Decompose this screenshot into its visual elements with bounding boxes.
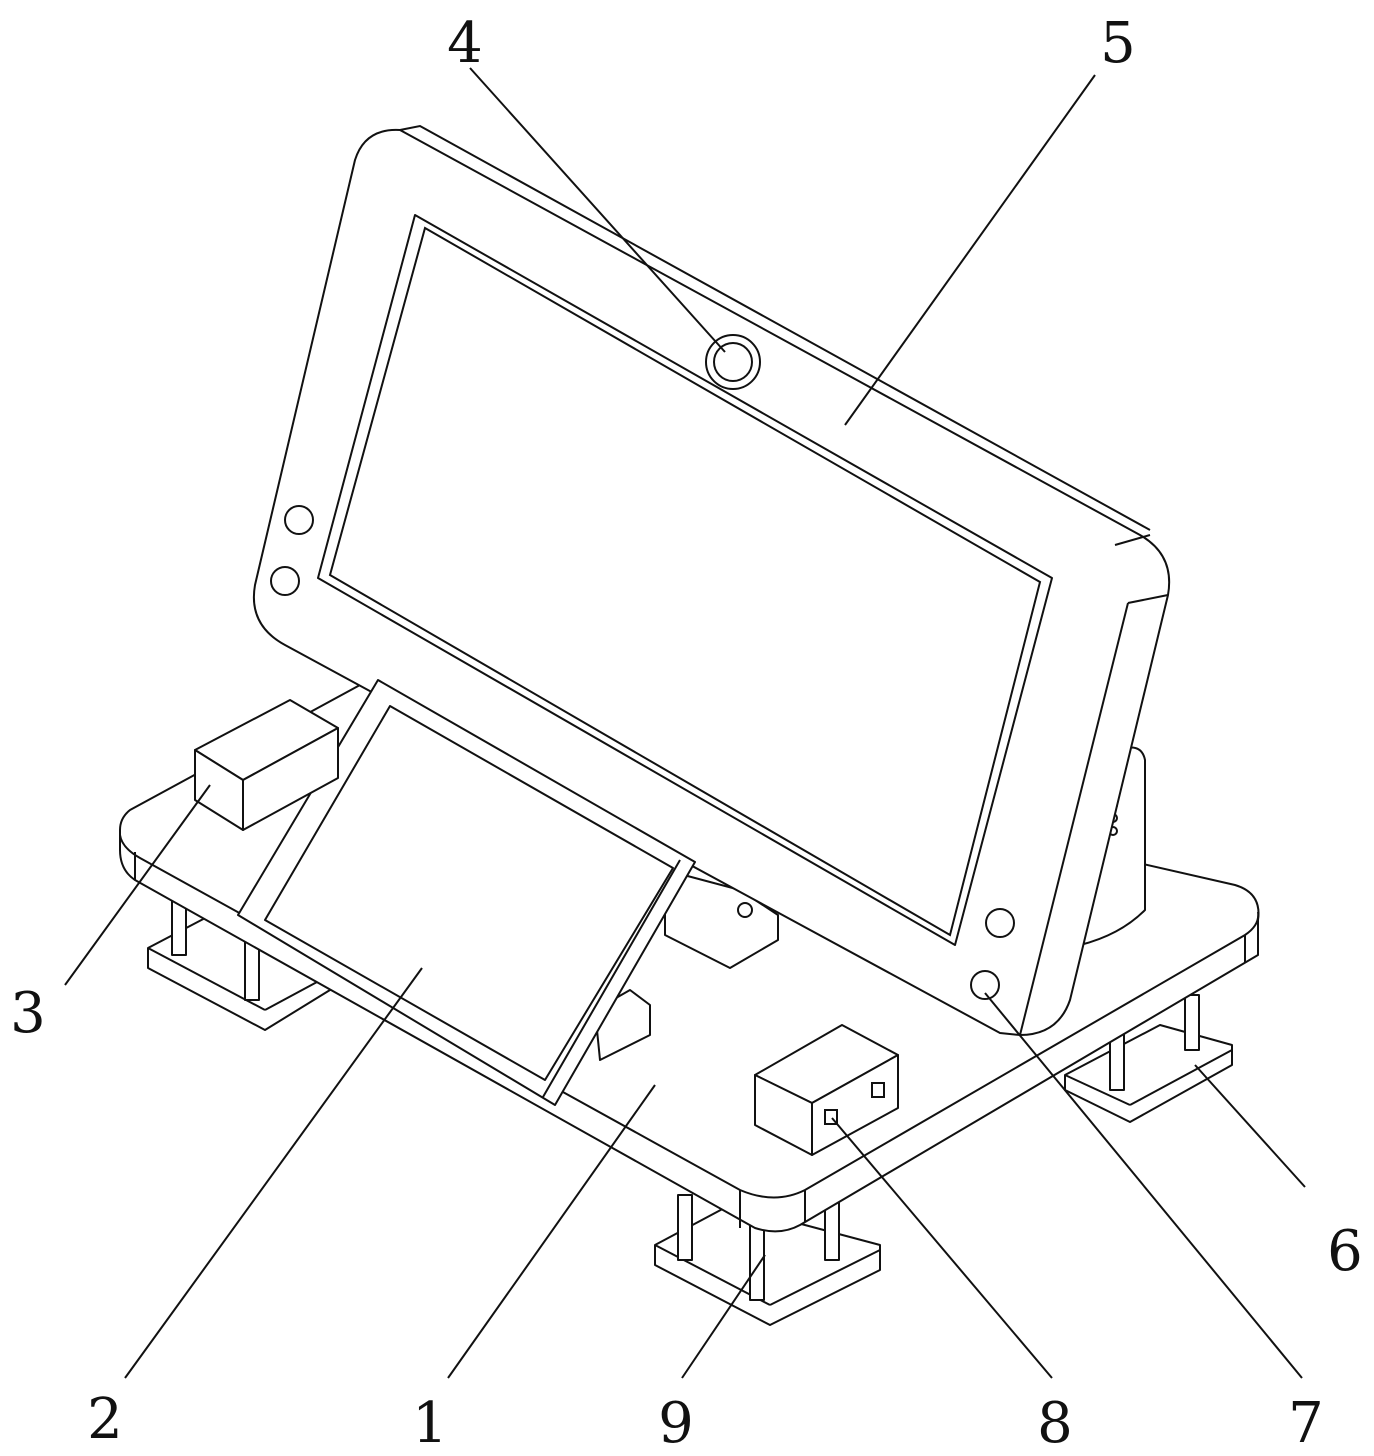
button: [985, 908, 1015, 938]
label-6: 6: [1327, 1219, 1363, 1284]
button: [970, 970, 1000, 1000]
label-7: 7: [1288, 1391, 1324, 1456]
leader-lines: [64, 67, 1306, 1379]
label-3: 3: [10, 981, 46, 1046]
label-5: 5: [1100, 11, 1136, 76]
port-box: [754, 1024, 899, 1156]
display-frame: [252, 124, 1171, 1036]
label-2: 2: [87, 1387, 123, 1452]
label-9: 9: [658, 1391, 694, 1456]
button: [270, 566, 300, 596]
label-1: 1: [412, 1391, 448, 1456]
box: [194, 699, 339, 831]
foot-front: [654, 1194, 881, 1326]
label-4: 4: [447, 11, 483, 76]
tablet: [237, 679, 696, 1106]
button: [284, 505, 314, 535]
label-8: 8: [1037, 1391, 1073, 1456]
